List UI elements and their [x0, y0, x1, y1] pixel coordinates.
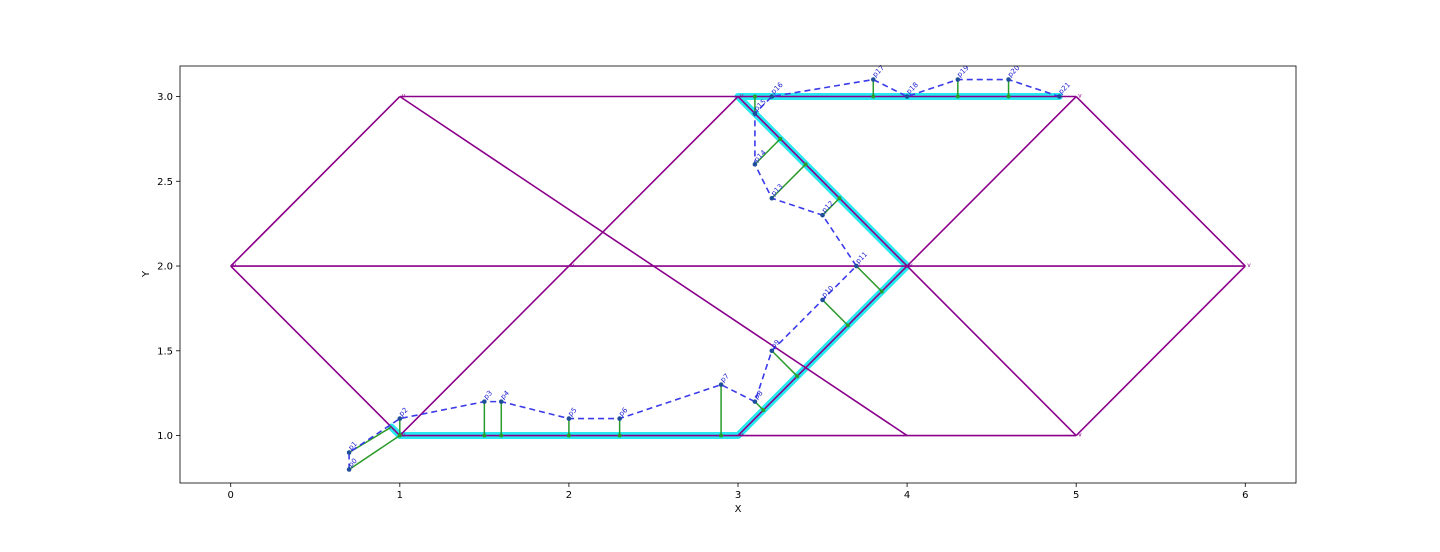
trajectory-point	[955, 77, 961, 82]
y-tick-label: 2.0	[157, 262, 173, 273]
trajectory-point	[820, 212, 825, 218]
vertex-label: v	[1247, 262, 1251, 269]
trajectory-point	[769, 94, 775, 99]
projection-line	[771, 350, 798, 377]
projection-line	[771, 163, 807, 199]
x-axis-label: X	[735, 504, 742, 515]
projected-point	[719, 433, 724, 438]
vertex-label: v	[1078, 432, 1082, 439]
trajectory-point	[752, 111, 758, 116]
trajectory-point	[870, 77, 876, 82]
projected-point	[617, 433, 622, 438]
trajectory-point	[752, 162, 758, 167]
trajectory-point-label: p1	[347, 440, 359, 452]
trajectory-point	[346, 450, 352, 455]
trajectory-point	[498, 399, 504, 404]
projected-point	[845, 323, 850, 328]
lattice-edge	[230, 95, 401, 267]
trajectory-point	[769, 195, 775, 201]
projection-line	[754, 138, 781, 165]
vertex-label: v	[402, 93, 406, 100]
x-tick-label: 5	[1073, 490, 1079, 501]
y-tick-label: 3.0	[157, 92, 173, 103]
projected-point	[482, 433, 487, 438]
projected-point	[778, 136, 783, 141]
projection-line	[348, 434, 401, 471]
x-tick-label: 0	[228, 490, 234, 501]
trajectory-point	[1056, 94, 1062, 99]
x-tick-label: 4	[904, 490, 910, 501]
projected-point	[803, 162, 808, 167]
trajectory-point-label: p9	[770, 338, 782, 350]
projected-point	[955, 94, 960, 99]
projection-line	[822, 299, 849, 326]
projected-point	[752, 94, 757, 99]
trajectory-line	[348, 78, 1060, 470]
trajectory-point-label: p7	[719, 372, 731, 384]
trajectory-point	[718, 382, 724, 387]
trajectory-point	[820, 297, 825, 303]
vertex-label: v	[740, 432, 744, 439]
vertex-label: v	[740, 93, 744, 100]
projected-point	[499, 433, 504, 438]
projected-point	[566, 433, 571, 438]
projected-point	[879, 289, 884, 294]
trajectory-point	[566, 416, 572, 421]
trajectory-point	[346, 467, 352, 472]
vertex-label: v	[571, 262, 575, 269]
y-tick-label: 2.5	[157, 177, 173, 188]
vertex-label: v	[402, 432, 406, 439]
projected-point	[837, 196, 842, 201]
projection-line	[855, 265, 883, 292]
axis-ticks: 0 1 2 3 4 5 6 1.0 1.5 2.0 2.5 3.0	[157, 92, 1248, 501]
lattice-edge	[399, 95, 739, 437]
projected-point	[795, 374, 800, 379]
vertex-label: v	[1078, 93, 1082, 100]
y-tick-label: 1.0	[157, 431, 173, 442]
x-tick-label: 6	[1242, 490, 1248, 501]
x-tick-label: 2	[566, 490, 572, 501]
projection-line	[822, 197, 840, 216]
projected-point	[1006, 94, 1011, 99]
y-axis-label: Y	[141, 270, 152, 278]
lattice-edge	[1075, 95, 1246, 267]
trajectory-point	[482, 399, 487, 404]
trajectory-point	[904, 94, 910, 99]
trajectory-point	[752, 399, 758, 404]
vertex-label: v	[233, 262, 237, 269]
lattice-edge	[230, 265, 401, 437]
lattice-edge	[1075, 265, 1246, 437]
trajectory-point-label: p0	[347, 457, 359, 469]
trajectory-point-label: p3	[482, 389, 494, 401]
projected-point	[761, 408, 766, 413]
trajectory-point-label: p2	[398, 406, 410, 418]
x-tick-label: 3	[735, 490, 741, 501]
projected-point	[871, 94, 876, 99]
trajectory-point	[769, 348, 775, 354]
x-tick-label: 1	[397, 490, 403, 501]
lattice-edge	[399, 95, 908, 437]
trajectory-point	[1006, 77, 1011, 82]
trajectory-point-label: p8	[753, 389, 765, 401]
trajectory-point-label: p5	[567, 406, 579, 418]
lattice-edge	[737, 95, 1077, 437]
projected-point	[397, 433, 402, 438]
vertex-label: v	[909, 262, 913, 269]
trajectory-point	[397, 416, 403, 421]
trajectory-point	[854, 263, 859, 269]
trajectory-point	[617, 416, 622, 421]
y-tick-label: 1.5	[157, 346, 173, 357]
